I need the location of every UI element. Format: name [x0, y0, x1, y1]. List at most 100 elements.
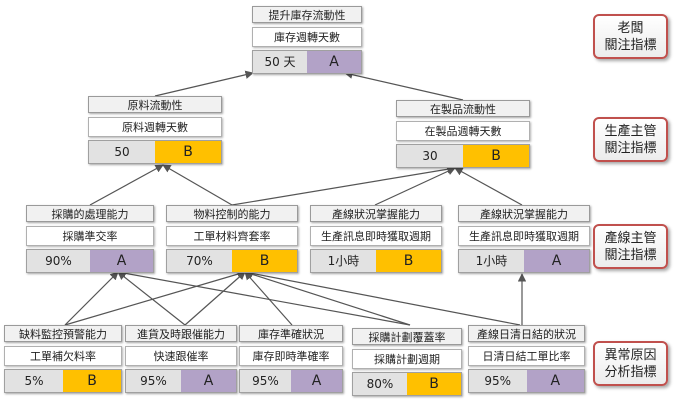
grade-badge: B [463, 145, 529, 167]
node-title: 原料流動性 [88, 96, 222, 113]
grade-badge: A [291, 370, 342, 392]
node-title: 產線日清日結的狀況 [468, 325, 585, 342]
arrow-followup-to-purchase [117, 271, 186, 326]
arrow-shortage-to-control [64, 270, 246, 326]
node-daily-closure: 產線日清日結的狀況 日清日結工單比率 95% A [468, 325, 585, 393]
node-value: 1小時 [311, 250, 376, 272]
node-metric: 工單材料齊套率 [166, 226, 298, 246]
arrow-coverage-to-purchase [117, 269, 411, 326]
node-value: 95% [240, 370, 291, 392]
arrow-followup-to-control [184, 271, 246, 326]
node-inventory-liquidity: 提升庫存流動性 庫存週轉天數 50 天 A [252, 6, 362, 74]
arrow-purchase-to-material [89, 164, 164, 206]
node-score: 30 B [396, 144, 530, 168]
node-title: 庫存準確狀況 [239, 325, 343, 342]
node-title: 採購計劃覆蓋率 [352, 328, 462, 345]
grade-badge: B [232, 250, 297, 272]
node-score: 95% A [468, 369, 585, 393]
node-metric: 原料週轉天數 [88, 117, 222, 137]
arrow-daily-to-control [244, 269, 521, 326]
node-score: 50 天 A [252, 50, 362, 74]
grade-badge: B [155, 141, 221, 163]
label-line-2: 分析指標 [604, 364, 657, 380]
label-line-1: 產線主管 [604, 230, 657, 246]
arrow-line1-to-wip [374, 167, 456, 206]
node-value: 50 [89, 141, 155, 163]
node-delivery-followup: 進貨及時跟催能力 快速跟催率 95% A [125, 325, 237, 393]
node-title: 提升庫存流動性 [252, 6, 362, 23]
node-title: 在製品流動性 [396, 100, 530, 117]
node-metric: 採購計劃週期 [352, 349, 462, 369]
arrow-coverage-to-control [244, 270, 411, 326]
node-value: 5% [5, 370, 63, 392]
node-title: 缺料監控預警能力 [4, 325, 122, 342]
label-line-1: 生產主管 [604, 123, 657, 139]
node-material-liquidity: 原料流動性 原料週轉天數 50 B [88, 96, 222, 164]
node-metric: 採購準交率 [26, 226, 154, 246]
node-score: 95% A [125, 369, 237, 393]
node-metric: 生產訊息即時獲取週期 [310, 226, 442, 246]
grade-badge: A [307, 51, 361, 73]
node-inventory-accuracy: 庫存準確狀況 庫存即時準確率 95% A [239, 325, 343, 393]
node-metric: 在製品週轉天數 [396, 121, 530, 141]
arrow-line2-to-wip [454, 167, 523, 206]
node-metric: 庫存週轉天數 [252, 27, 362, 47]
node-title: 物料控制的能力 [166, 205, 298, 222]
node-score: 70% B [166, 249, 298, 273]
node-line-status-2: 產線狀況掌握能力 生產訊息即時獲取週期 1小時 A [458, 205, 590, 273]
node-metric: 生產訊息即時獲取週期 [458, 226, 590, 246]
node-value: 80% [353, 373, 407, 395]
label-line-2: 關注指標 [604, 247, 657, 263]
grade-badge: B [376, 250, 441, 272]
label-line-2: 關注指標 [604, 140, 657, 156]
node-score: 50 B [88, 140, 222, 164]
node-score: 90% A [26, 249, 154, 273]
node-value: 90% [27, 250, 90, 272]
label-line-1: 異常原因 [604, 347, 657, 363]
node-metric: 庫存即時準確率 [239, 346, 343, 366]
grade-badge: B [407, 373, 461, 395]
node-score: 80% B [352, 372, 462, 396]
node-value: 70% [167, 250, 232, 272]
label-production-manager-metrics: 生產主管 關注指標 [593, 117, 668, 162]
node-title: 產線狀況掌握能力 [458, 205, 590, 222]
node-title: 進貨及時跟催能力 [125, 325, 237, 342]
arrow-material-to-top [154, 70, 254, 97]
node-metric: 快速跟催率 [125, 346, 237, 366]
arrow-control-to-wip [231, 165, 456, 206]
node-score: 1小時 A [458, 249, 590, 273]
node-score: 95% A [239, 369, 343, 393]
grade-badge: A [526, 370, 584, 392]
label-cause-analysis-metrics: 異常原因 分析指標 [593, 341, 668, 386]
node-line-status-1: 產線狀況掌握能力 生產訊息即時獲取週期 1小時 B [310, 205, 442, 273]
label-line-2: 關注指標 [604, 37, 657, 53]
node-value: 50 天 [253, 51, 307, 73]
node-material-control: 物料控制的能力 工單材料齊套率 70% B [166, 205, 298, 273]
node-metric: 工單補欠料率 [4, 346, 122, 366]
grade-badge: A [524, 250, 589, 272]
node-value: 30 [397, 145, 463, 167]
arrow-wip-to-top [344, 70, 464, 101]
label-line-manager-metrics: 產線主管 關注指標 [593, 224, 668, 269]
label-boss-metrics: 老闆 關注指標 [593, 14, 668, 59]
node-title: 產線狀況掌握能力 [310, 205, 442, 222]
node-score: 1小時 B [310, 249, 442, 273]
grade-badge: A [181, 370, 236, 392]
node-score: 5% B [4, 369, 122, 393]
node-purchase-plan-coverage: 採購計劃覆蓋率 採購計劃週期 80% B [352, 328, 462, 396]
node-metric: 日清日結工單比率 [468, 346, 585, 366]
arrow-control-to-material [162, 164, 233, 206]
node-value: 1小時 [459, 250, 524, 272]
arrow-accuracy-to-control [244, 271, 293, 326]
node-purchase-capability: 採購的處理能力 採購準交率 90% A [26, 205, 154, 273]
node-value: 95% [126, 370, 181, 392]
arrow-shortage-to-purchase [64, 271, 119, 326]
label-line-1: 老闆 [617, 20, 644, 36]
grade-badge: A [90, 250, 153, 272]
grade-badge: B [63, 370, 121, 392]
node-value: 95% [469, 370, 527, 392]
node-title: 採購的處理能力 [26, 205, 154, 222]
node-wip-liquidity: 在製品流動性 在製品週轉天數 30 B [396, 100, 530, 168]
node-shortage-warning: 缺料監控預警能力 工單補欠料率 5% B [4, 325, 122, 393]
